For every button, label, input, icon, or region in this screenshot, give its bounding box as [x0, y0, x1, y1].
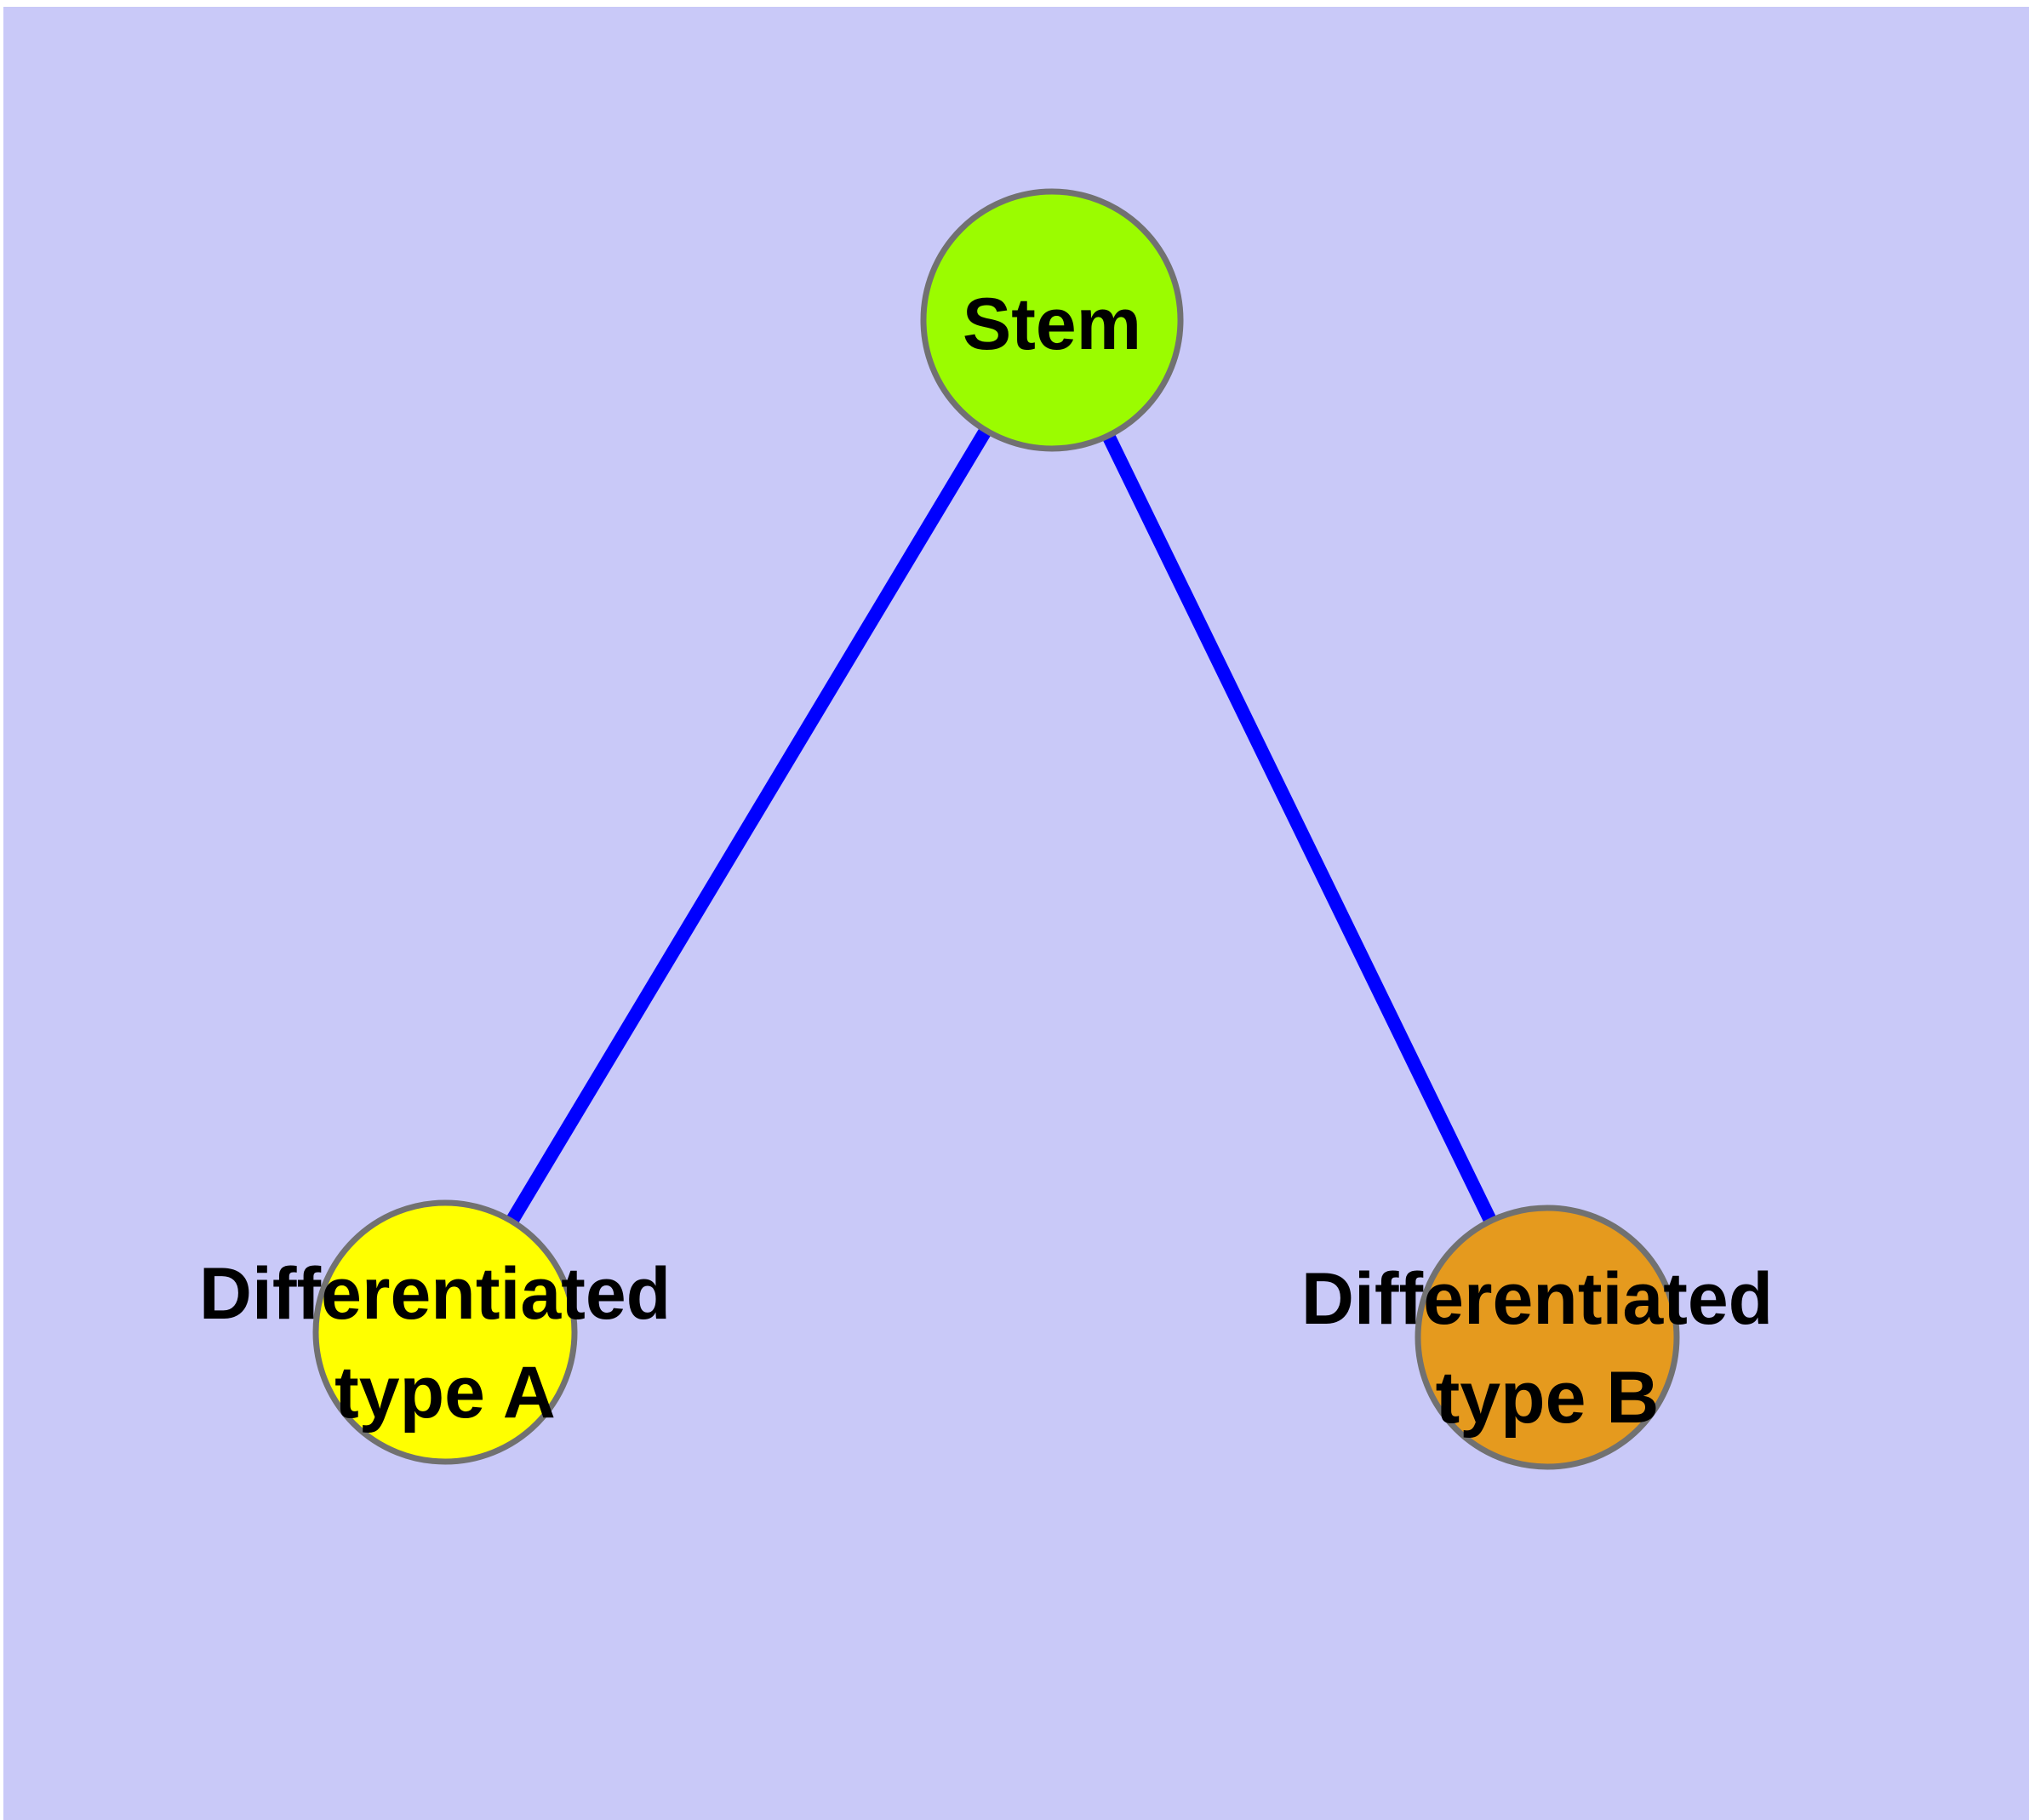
- node-type-b-label-line1: Differentiated: [1301, 1258, 1773, 1340]
- node-stem: [920, 188, 1184, 452]
- node-type-a-label-line2: type A: [334, 1352, 556, 1434]
- edge-stem-to-type-b: [1045, 317, 1554, 1341]
- node-type-b-label-line2: type B: [1436, 1357, 1660, 1439]
- node-type-a-label-line1: Differentiated: [199, 1253, 671, 1335]
- node-type-b-label: Differentiated type B: [1301, 1258, 1793, 1439]
- node-differentiated-type-a: [312, 1199, 578, 1465]
- node-type-a-label: Differentiated type A: [199, 1253, 691, 1434]
- edge-stem-to-type-a: [439, 316, 1058, 1336]
- node-stem-label: Stem: [963, 283, 1141, 365]
- node-differentiated-type-b: [1415, 1205, 1680, 1470]
